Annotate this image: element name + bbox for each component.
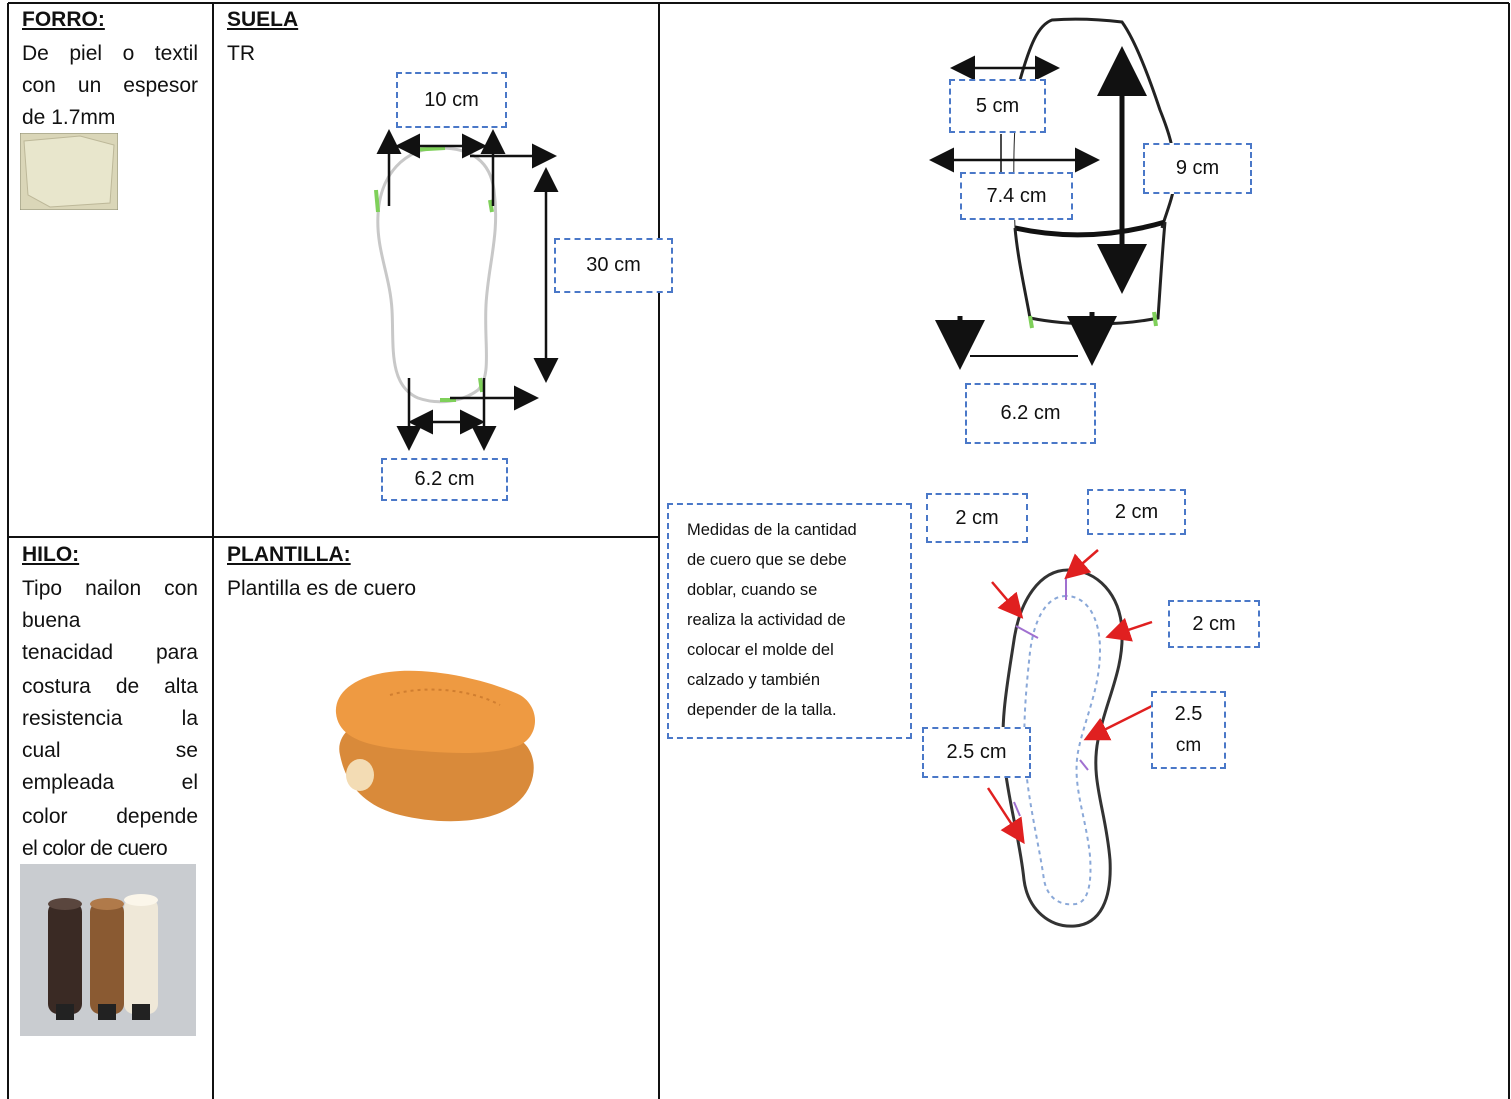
hilo-line-8: color depende [22,805,198,828]
upper-dim-b: 7.4 cm [960,172,1073,220]
hilo-line-7: empleada el [22,771,198,794]
fold-dim-4: 2.5 cm [1151,691,1226,769]
thread-spools-image [20,864,196,1036]
hilo-line-9: el color de cuero [22,837,168,860]
hilo-line-6: cual se [22,739,198,762]
hilo-heading: HILO: [22,543,80,566]
forro-line-1: De piel o textil [22,42,198,65]
suela-value: TR [227,42,255,65]
fold-note-line-6: calzado y también [687,671,820,689]
suela-heading: SUELA [227,8,299,31]
upper-dim-height: 9 cm [1143,143,1252,194]
fold-dim-2: 2 cm [1087,489,1186,535]
hilo-line-1: Tipo nailon con [22,577,198,600]
sole-dim-length: 30 cm [554,238,673,293]
upper-dim-a: 5 cm [949,79,1046,133]
fold-note-line-3: doblar, cuando se [687,581,818,599]
fold-note-line-4: realiza la actividad de [687,611,846,629]
sole-dim-bottom: 6.2 cm [381,458,508,501]
plantilla-value: Plantilla es de cuero [227,577,417,600]
hilo-line-2: buena [22,609,81,632]
hilo-line-4: costura de alta [22,675,198,698]
upper-dim-base: 6.2 cm [965,383,1096,444]
fold-dim-5: 2.5 cm [922,727,1031,778]
hilo-line-3: tenacidad para [22,641,198,664]
forro-fabric-image [20,133,118,210]
hilo-line-5: resistencia la [22,707,198,730]
fold-dim-4-unit: cm [1175,735,1202,756]
fold-note: Medidas de la cantidad de cuero que se d… [667,503,912,739]
insole-image [335,670,535,822]
fold-dim-3: 2 cm [1168,600,1260,648]
forro-line-2: con un espesor [22,74,198,97]
forro-line-3: de 1.7mm [22,106,116,129]
fold-note-line-1: Medidas de la cantidad [687,521,857,539]
sole-dim-top: 10 cm [396,72,507,128]
fold-note-line-7: depender de la talla. [687,701,837,719]
plantilla-heading: PLANTILLA: [227,543,351,566]
fold-dim-1: 2 cm [926,493,1028,543]
fold-note-line-5: colocar el molde del [687,641,834,659]
fold-dim-4-value: 2.5 [1174,703,1203,725]
fold-note-line-2: de cuero que se debe [687,551,847,569]
forro-heading: FORRO: [22,8,105,31]
